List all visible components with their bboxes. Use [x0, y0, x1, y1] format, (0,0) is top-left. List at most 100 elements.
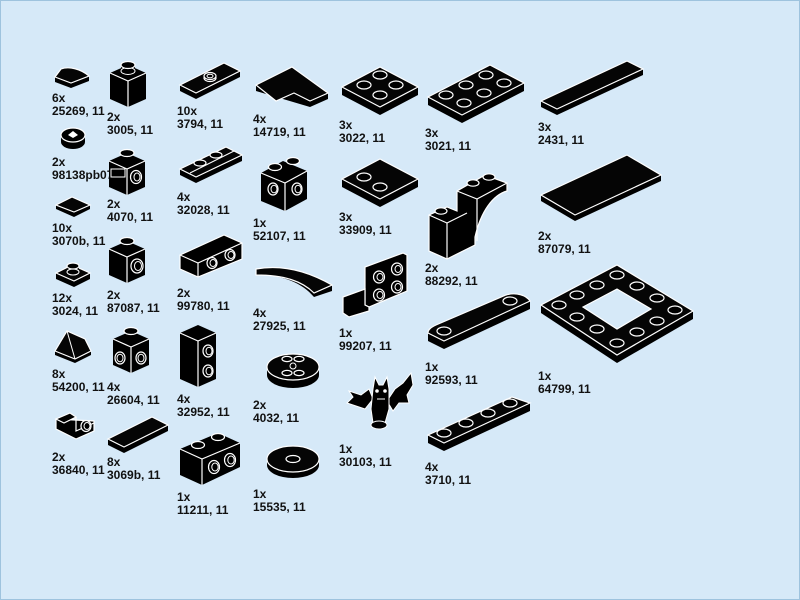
part-number: 14719, 11	[253, 124, 306, 139]
part-label: 2x 98138pb07	[52, 156, 113, 181]
part-label: 6x 25269, 11	[52, 92, 105, 117]
tile-1x4-icon	[539, 57, 645, 121]
corner-tile-icon	[254, 63, 330, 109]
part-number: 88292, 11	[425, 273, 478, 288]
jumper-plate-icon	[178, 61, 242, 105]
part-qty: 1x	[339, 442, 353, 456]
part-label: 4x 14719, 11	[253, 113, 306, 138]
part-label: 1x 30103, 11	[339, 443, 392, 468]
round-plate-icon	[265, 345, 321, 391]
part-label: 2x 3005, 11	[107, 111, 153, 136]
part-label: 1x 15535, 11	[253, 488, 306, 513]
side-stud-brick-icon	[107, 235, 149, 285]
part-number: 3021, 11	[425, 138, 472, 153]
round-printed-tile-icon	[59, 127, 87, 151]
part-qty: 4x	[425, 460, 439, 474]
part-number: 2431, 11	[538, 132, 585, 147]
part-qty: 10x	[52, 221, 73, 235]
part-qty: 2x	[177, 286, 191, 300]
part-label: 2x 4032, 11	[253, 399, 299, 424]
part-qty: 2x	[107, 197, 121, 211]
part-qty: 2x	[107, 288, 121, 302]
part-qty: 1x	[425, 360, 439, 374]
tile-with-studs-icon	[340, 151, 420, 209]
part-qty: 8x	[107, 455, 121, 469]
part-label: 10x 3794, 11	[177, 105, 223, 130]
part-label: 1x 99207, 11	[339, 327, 392, 352]
part-qty: 1x	[253, 487, 267, 501]
part-label: 4x 32028, 11	[177, 191, 230, 216]
part-qty: 10x	[177, 104, 198, 118]
part-qty: 12x	[52, 291, 73, 305]
part-number: 99780, 11	[177, 298, 230, 313]
part-number: 11211, 11	[177, 502, 229, 517]
part-number: 30103, 11	[339, 454, 392, 469]
part-number: 4070, 11	[107, 209, 154, 224]
part-number: 3070b, 11	[52, 233, 106, 248]
tile-1x2-icon	[106, 415, 170, 457]
side-stud-brick-2x2-icon	[257, 149, 311, 213]
part-qty: 4x	[177, 392, 191, 406]
part-label: 1x 52107, 11	[253, 217, 306, 242]
part-number: 3005, 11	[107, 122, 154, 137]
side-stud-brick-1x2-icon	[178, 429, 242, 487]
door-rail-plate-icon	[178, 141, 244, 189]
part-number: 15535, 11	[253, 499, 306, 514]
part-number: 25269, 11	[52, 103, 105, 118]
part-number: 33909, 11	[339, 222, 392, 237]
plate-2x2-icon	[340, 59, 420, 117]
bracket-1x1-icon	[54, 409, 100, 443]
part-qty: 4x	[177, 190, 191, 204]
part-qty: 6x	[52, 91, 66, 105]
plate-4x4-open-icon	[539, 263, 695, 367]
part-qty: 4x	[253, 306, 267, 320]
arch-brick-icon	[427, 161, 511, 261]
part-qty: 3x	[339, 210, 353, 224]
four-side-stud-brick-icon	[109, 325, 153, 377]
part-number: 52107, 11	[253, 228, 306, 243]
part-number: 92593, 11	[425, 372, 478, 387]
part-number: 3022, 11	[339, 130, 386, 145]
part-number: 32028, 11	[177, 202, 230, 217]
part-qty: 2x	[253, 398, 267, 412]
part-label: 2x 99780, 11	[177, 287, 230, 312]
inverted-bracket-icon	[178, 233, 244, 279]
part-qty: 4x	[107, 380, 121, 394]
part-qty: 1x	[538, 369, 552, 383]
part-qty: 1x	[339, 326, 353, 340]
part-number: 3794, 11	[177, 116, 224, 131]
bracket-2x2-icon	[341, 251, 413, 321]
part-number: 4032, 11	[253, 410, 300, 425]
part-label: 4x 3710, 11	[425, 461, 471, 486]
part-label: 1x 92593, 11	[425, 361, 478, 386]
part-label: 8x 54200, 11	[52, 368, 105, 393]
plate-1x1-icon	[54, 257, 92, 289]
part-number: 3024, 11	[52, 303, 99, 318]
part-label: 2x 88292, 11	[425, 262, 478, 287]
part-label: 3x 3022, 11	[339, 119, 385, 144]
part-label: 8x 3069b, 11	[107, 456, 160, 481]
bat-icon	[343, 369, 415, 433]
curved-tile-icon	[254, 261, 334, 299]
part-qty: 2x	[425, 261, 439, 275]
tile-1x1-icon	[54, 195, 92, 221]
part-label: 2x 4070, 11	[107, 198, 153, 223]
part-number: 3069b, 11	[107, 467, 161, 482]
plate-1x4-rounded-icon	[426, 293, 532, 355]
headlight-brick-icon	[107, 147, 147, 197]
quarter-round-tile-icon	[53, 63, 93, 89]
part-label: 1x 11211, 11	[177, 491, 228, 516]
plate-1x4-icon	[426, 395, 532, 457]
part-label: 3x 2431, 11	[538, 121, 584, 146]
part-qty: 3x	[339, 118, 353, 132]
tile-2x4-icon	[539, 153, 663, 229]
part-qty: 4x	[253, 112, 267, 126]
part-label: 2x 36840, 11	[52, 451, 105, 476]
part-label: 4x 32952, 11	[177, 393, 230, 418]
part-number: 27925, 11	[253, 318, 306, 333]
part-number: 64799, 11	[538, 381, 591, 396]
part-qty: 1x	[177, 490, 191, 504]
part-label: 4x 26604, 11	[107, 381, 160, 406]
part-number: 32952, 11	[177, 404, 230, 419]
